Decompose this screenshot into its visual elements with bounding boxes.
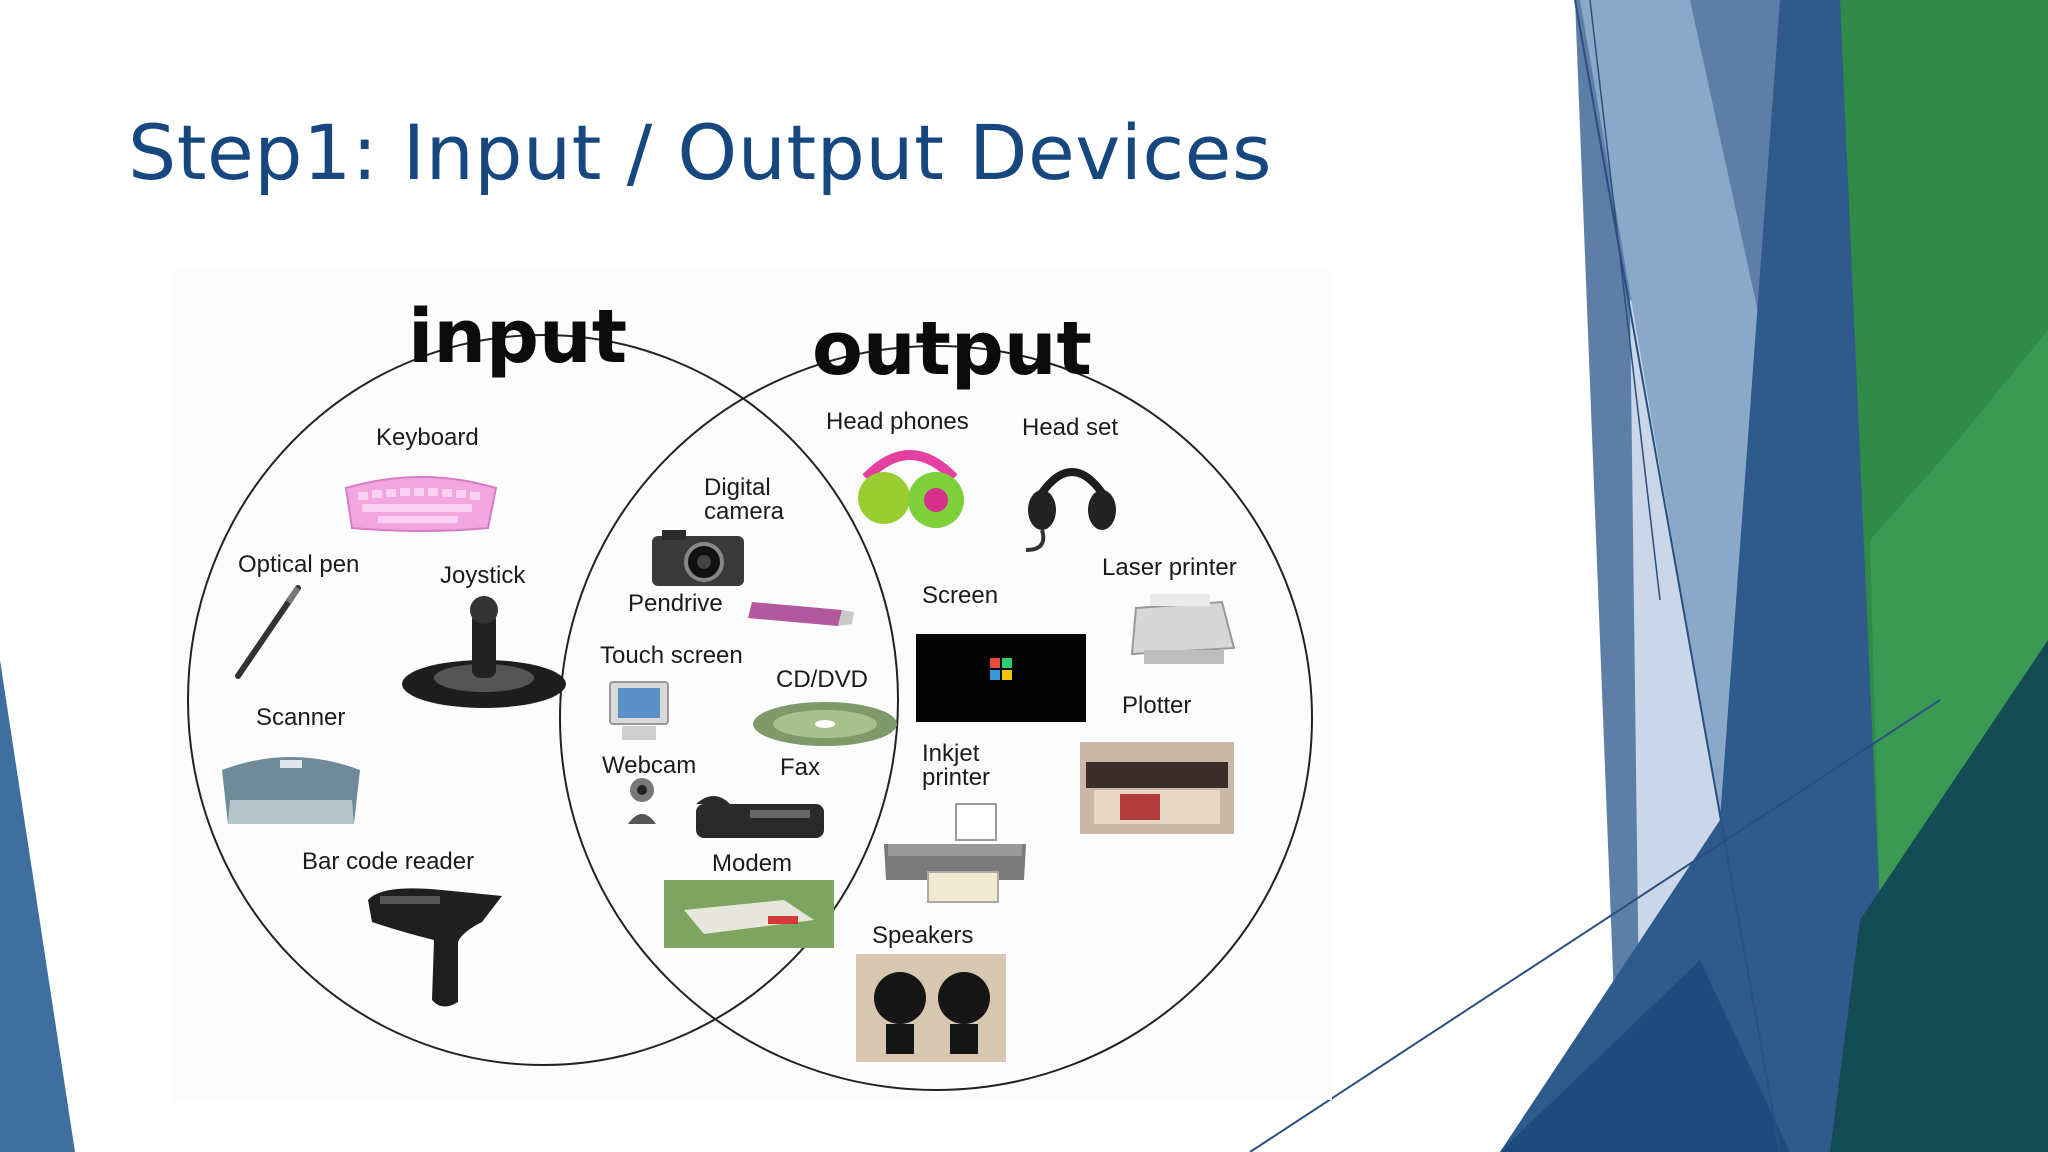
laser-printer-label: Laser printer bbox=[1102, 554, 1237, 581]
speakers-label: Speakers bbox=[872, 922, 974, 949]
digital-camera-label-line1: Digital bbox=[704, 474, 771, 501]
headphones-icon bbox=[858, 450, 964, 528]
keyboard-icon bbox=[344, 476, 498, 532]
output-set-title: output bbox=[812, 306, 1092, 392]
right-facet-teal bbox=[1830, 640, 2048, 1152]
screen-icon bbox=[916, 634, 1086, 722]
cd-dvd-icon bbox=[753, 702, 897, 746]
venn-diagram-figure: input output Keyboard Optical pen Joysti… bbox=[172, 270, 1332, 1100]
inkjet-printer-label-line1: Inkjet bbox=[922, 740, 980, 767]
venn-circles bbox=[187, 334, 1313, 1091]
keyboard-label: Keyboard bbox=[376, 424, 479, 451]
output-circle bbox=[559, 345, 1313, 1091]
accent-line-1 bbox=[1574, 0, 1781, 1152]
modem-label: Modem bbox=[712, 850, 793, 877]
plotter-icon bbox=[1080, 742, 1234, 834]
accent-line-2 bbox=[1249, 699, 1941, 1152]
input-set-title: input bbox=[408, 294, 628, 380]
inkjet-printer-label: Inkjet printer bbox=[922, 742, 990, 790]
scanner-icon bbox=[222, 757, 360, 824]
fax-icon bbox=[696, 796, 824, 838]
modem-icon bbox=[664, 880, 834, 948]
inkjet-printer-label-line2: printer bbox=[922, 764, 991, 791]
headset-icon bbox=[1025, 468, 1116, 552]
joystick-label: Joystick bbox=[440, 562, 526, 589]
fax-label: Fax bbox=[780, 754, 821, 781]
joystick-icon bbox=[402, 596, 566, 708]
touch-screen-label: Touch screen bbox=[600, 642, 743, 669]
slide-title: Step1: Input / Output Devices bbox=[128, 108, 1273, 197]
scanner-label: Scanner bbox=[256, 704, 346, 731]
headphones-label: Head phones bbox=[826, 408, 969, 435]
optical-pen-icon bbox=[235, 585, 301, 679]
optical-pen-label: Optical pen bbox=[238, 551, 360, 578]
right-facet-dark bbox=[1500, 0, 1930, 1152]
headset-label: Head set bbox=[1022, 414, 1119, 441]
digital-camera-icon bbox=[652, 530, 744, 586]
webcam-label: Webcam bbox=[602, 752, 697, 779]
plotter-label: Plotter bbox=[1122, 692, 1192, 719]
barcode-reader-label: Bar code reader bbox=[302, 848, 475, 875]
laser-printer-icon bbox=[1130, 594, 1236, 664]
accent-line-3 bbox=[1589, 0, 1661, 601]
left-edge-facet bbox=[0, 660, 75, 1152]
cd-dvd-label: CD/DVD bbox=[776, 666, 869, 693]
barcode-reader-icon bbox=[368, 888, 502, 1007]
screen-label: Screen bbox=[922, 582, 999, 609]
right-facet-navy bbox=[1500, 960, 1790, 1152]
digital-camera-label-line2: camera bbox=[704, 498, 785, 525]
digital-camera-label: Digital camera bbox=[704, 476, 784, 524]
pendrive-label: Pendrive bbox=[628, 590, 723, 617]
speakers-icon bbox=[856, 954, 1006, 1062]
touch-screen-icon bbox=[609, 681, 669, 740]
pendrive-icon bbox=[748, 602, 854, 626]
inkjet-printer-icon bbox=[884, 803, 1026, 903]
input-circle bbox=[187, 334, 899, 1066]
webcam-icon bbox=[628, 778, 656, 824]
